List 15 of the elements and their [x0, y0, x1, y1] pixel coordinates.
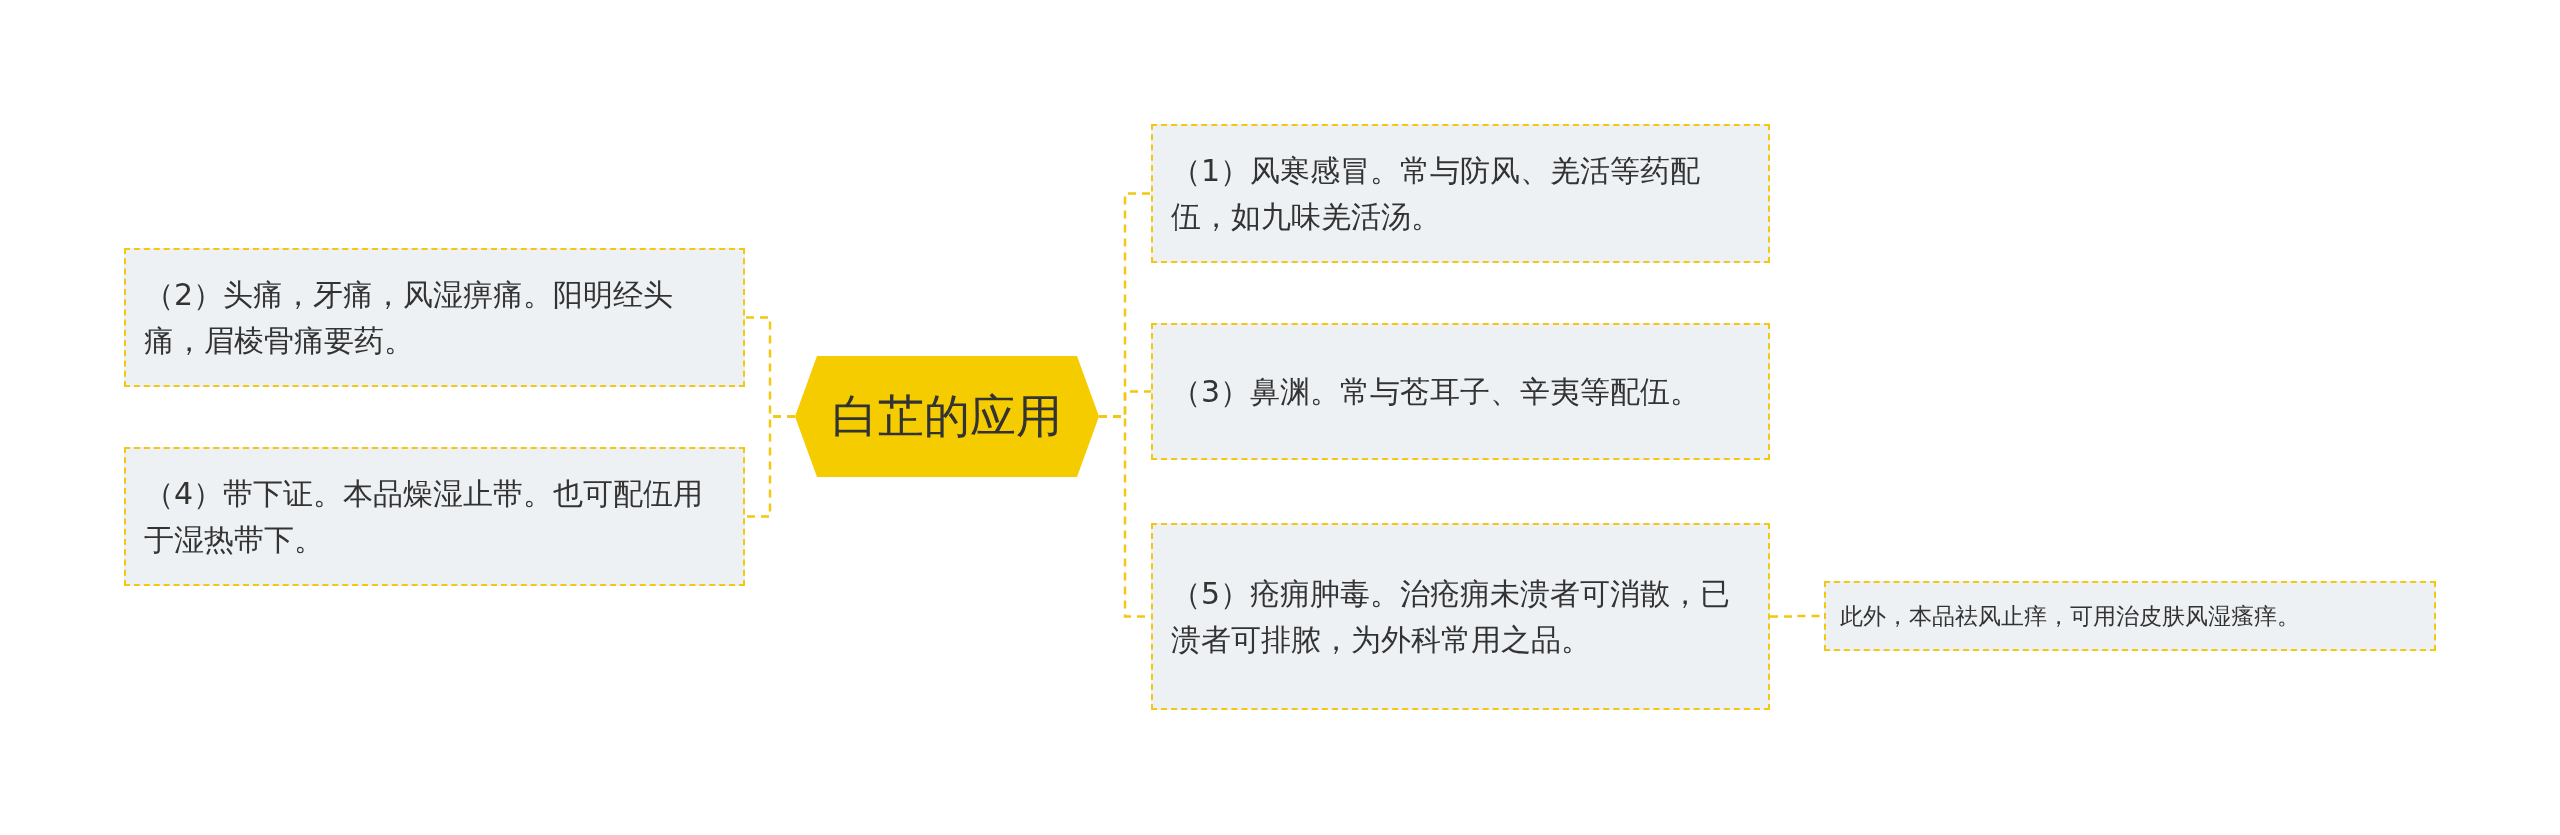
topic-box: [1151, 124, 1770, 263]
topic-text: （2）头痛，牙痛，风湿痹痛。阳明经头痛，眉棱骨痛要药。: [144, 275, 675, 360]
note-box: [1824, 581, 2436, 651]
topic-text: （4）带下证。本品燥湿止带。也可配伍用于湿热带下。: [144, 474, 705, 559]
central-topic-hexagon: [795, 356, 1099, 477]
topic-box: [124, 447, 745, 586]
topic-text: （3）鼻渊。常与苍耳子、辛夷等配伍。: [1171, 372, 1701, 411]
topic-box: [1151, 323, 1770, 460]
connector-line: [745, 415, 795, 518]
topic-text: （1）风寒感冒。常与防风、羌活等药配伍，如九味羌活汤。: [1171, 151, 1702, 236]
topic-box: [1151, 523, 1770, 710]
topic-text: （5）疮痈肿毒。治疮痈未溃者可消散，已溃者可排脓，为外科常用之品。: [1171, 574, 1732, 659]
topic-text: 此外，本品祛风止痒，可用治皮肤风湿瘙痒。: [1840, 602, 2300, 631]
central-topic-text: 白芷的应用: [832, 387, 1062, 445]
topic-box: [124, 248, 745, 387]
